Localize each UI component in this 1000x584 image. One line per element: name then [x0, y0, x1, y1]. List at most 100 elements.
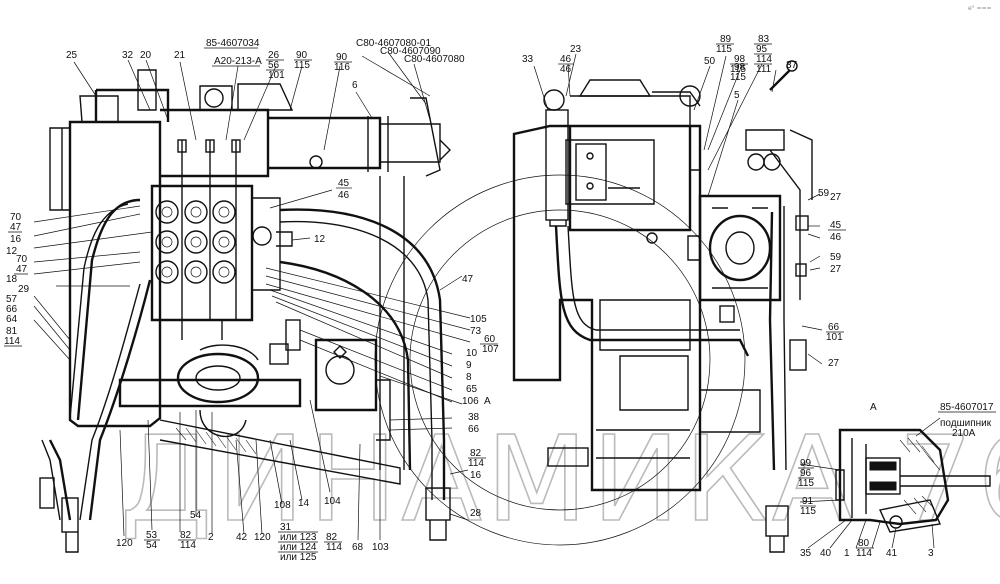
label-114-b: 114	[468, 458, 484, 469]
label-35: 35	[800, 548, 812, 559]
label-37: 37	[786, 60, 798, 71]
label-85-4607017: 85-4607017	[940, 402, 994, 413]
label-95: 95	[756, 44, 768, 55]
label-103: 103	[372, 542, 389, 553]
label-54-a: 54	[146, 540, 158, 551]
label-27-b: 27	[830, 264, 842, 275]
label-16-a: 16	[10, 234, 22, 245]
label-26: 26	[268, 50, 280, 61]
label-115-f: 115	[800, 506, 816, 517]
label-82-b: 82	[180, 530, 192, 541]
label-c80-90: С80-4607090	[380, 46, 441, 57]
label-9: 9	[466, 360, 472, 371]
label-53: 53	[146, 530, 158, 541]
label-66-a: 66	[6, 304, 18, 315]
label-107: 107	[482, 344, 499, 355]
label-73: 73	[470, 326, 482, 337]
label-1: 1	[844, 548, 850, 559]
label-or-123: или 123	[280, 532, 317, 543]
label-27-a: 27	[830, 192, 842, 203]
label-46-a: 46	[338, 190, 350, 201]
label-101-a: 101	[268, 70, 285, 81]
label-114-d: 114	[326, 542, 342, 553]
detail-a	[835, 428, 991, 533]
label-29: 29	[18, 284, 30, 295]
label-115-c: 115	[730, 64, 746, 75]
label-32: 32	[122, 50, 134, 61]
label-104: 104	[324, 496, 341, 507]
label-108: 108	[274, 500, 291, 511]
label-90-b: 90	[336, 52, 348, 63]
label-16-b: 16	[470, 470, 482, 481]
label-57: 57	[6, 294, 18, 305]
label-c80-01: С80-4607080-01	[356, 38, 431, 49]
label-8: 8	[466, 372, 472, 383]
label-45-a: 45	[338, 178, 350, 189]
label-2: 2	[208, 532, 214, 543]
label-47-b: 47	[16, 264, 28, 275]
label-38: 38	[468, 412, 480, 423]
label-46-c: 46	[560, 64, 572, 75]
label-210a: 210А	[952, 428, 976, 439]
label-46-d: 46	[830, 232, 842, 243]
label-33: 33	[522, 54, 534, 65]
label-101-b: 101	[826, 332, 843, 343]
label-89: 89	[720, 34, 732, 45]
label-99: 99	[800, 458, 812, 469]
label-114-a: 114	[4, 336, 20, 347]
label-70-a: 70	[10, 212, 22, 223]
label-70-b: 70	[16, 254, 28, 265]
label-54-b: 54	[190, 510, 202, 521]
label-115-a: 115	[294, 60, 310, 71]
label-a-detail: А	[870, 402, 877, 413]
label-12-a: 12	[6, 246, 18, 257]
label-120-b: 120	[254, 532, 271, 543]
label-10: 10	[466, 348, 478, 359]
label-68: 68	[352, 542, 364, 553]
label-106: 106	[462, 396, 479, 407]
label-3: 3	[928, 548, 934, 559]
label-82-c: 82	[326, 532, 338, 543]
label-91: 91	[802, 496, 814, 507]
label-60: 60	[484, 334, 496, 345]
label-20: 20	[140, 50, 152, 61]
label-21: 21	[174, 50, 186, 61]
label-81: 81	[6, 326, 18, 337]
left-assembly	[39, 69, 451, 553]
label-25: 25	[66, 50, 78, 61]
label-41: 41	[886, 548, 898, 559]
label-98-a: 98	[734, 54, 746, 65]
label-47-c: 47	[462, 274, 474, 285]
label-82-a: 82	[470, 448, 482, 459]
label-27-c: 27	[828, 358, 840, 369]
label-114-c: 114	[180, 540, 196, 551]
label-46-b: 46	[560, 54, 572, 65]
label-50: 50	[704, 56, 716, 67]
label-59-a: 59	[818, 188, 830, 199]
label-105: 105	[470, 314, 487, 325]
label-a20-213-a: А20-213-А	[214, 56, 262, 67]
label-120-a: 120	[116, 538, 133, 549]
label-115-d: 115	[730, 72, 746, 83]
label-40: 40	[820, 548, 832, 559]
part-labels: 25 32 20 21 85-4607034 А20-213-А 26 56 1…	[4, 34, 994, 563]
leader-lines	[33, 51, 941, 549]
label-or-124: или 124	[280, 542, 317, 553]
label-114-f: 114	[856, 548, 872, 559]
label-116: 116	[334, 62, 350, 73]
label-14: 14	[298, 498, 310, 509]
label-5: 5	[734, 90, 740, 101]
label-80: 80	[858, 538, 870, 549]
corner-mark: e° ===	[968, 5, 992, 12]
label-23: 23	[570, 44, 582, 55]
label-31: 31	[280, 522, 292, 533]
label-28: 28	[470, 508, 482, 519]
label-45-b: 45	[830, 220, 842, 231]
label-underlines	[4, 43, 996, 553]
label-90-a: 90	[296, 50, 308, 61]
right-assembly	[512, 60, 813, 553]
label-83: 83	[758, 34, 770, 45]
label-bearing: подшипник	[940, 418, 992, 429]
label-96: 96	[800, 468, 812, 479]
